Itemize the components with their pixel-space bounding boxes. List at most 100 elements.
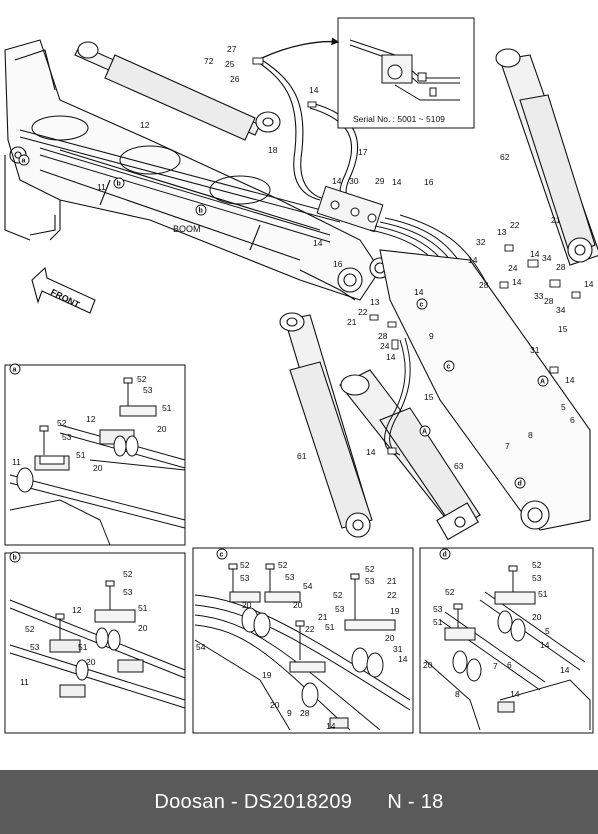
svg-text:52: 52 [137, 374, 147, 384]
callout-62: 62 [500, 152, 510, 162]
callout-31: 31 [530, 345, 540, 355]
svg-text:52: 52 [278, 560, 288, 570]
svg-text:51: 51 [162, 403, 172, 413]
svg-text:19: 19 [390, 606, 400, 616]
svg-text:21: 21 [387, 576, 397, 586]
svg-text:53: 53 [365, 576, 375, 586]
footer-gap [352, 791, 387, 814]
svg-text:19: 19 [262, 670, 272, 680]
callout-72: 72 [204, 56, 214, 66]
svg-text:51: 51 [76, 450, 86, 460]
callout-14e: 14 [468, 255, 478, 265]
boom-hose-lines [19, 115, 341, 243]
callout-28c: 28 [544, 296, 554, 306]
svg-text:b: b [13, 555, 17, 562]
svg-text:22: 22 [387, 590, 397, 600]
svg-text:14: 14 [510, 689, 520, 699]
marker-d: d [518, 481, 522, 488]
svg-text:11: 11 [20, 677, 29, 687]
svg-text:53: 53 [285, 572, 295, 582]
marker-b1: b [117, 181, 121, 188]
callout-61: 61 [297, 451, 307, 461]
callout-14l: 14 [366, 447, 376, 457]
footer-bar: Doosan - DS2018209 N - 18 [0, 770, 598, 834]
callout-13a: 13 [497, 227, 507, 237]
callout-63: 63 [454, 461, 464, 471]
svg-text:53: 53 [123, 587, 133, 597]
svg-text:53: 53 [143, 385, 153, 395]
arm-body [379, 249, 591, 531]
svg-text:52: 52 [240, 560, 250, 570]
marker-c1: c [420, 302, 424, 309]
svg-text:53: 53 [532, 573, 542, 583]
callout-12: 12 [140, 120, 150, 130]
svg-text:54: 54 [196, 642, 206, 652]
callout-30: 30 [349, 176, 359, 186]
svg-text:20: 20 [93, 463, 103, 473]
detail-b-box: b 52 53 51 20 12 52 53 51 20 11 [4, 551, 186, 734]
svg-text:8: 8 [455, 689, 460, 699]
marker-A1: A [540, 379, 545, 386]
svg-text:53: 53 [240, 573, 250, 583]
svg-text:20: 20 [270, 700, 280, 710]
callout-28d: 28 [378, 331, 388, 341]
svg-text:52: 52 [123, 569, 133, 579]
svg-text:52: 52 [333, 590, 343, 600]
svg-text:53: 53 [62, 432, 72, 442]
callout-18: 18 [268, 145, 278, 155]
svg-text:20: 20 [293, 600, 303, 610]
marker-b2: b [199, 208, 203, 215]
svg-text:a: a [13, 367, 17, 374]
marker-A2: A [422, 429, 427, 436]
svg-text:51: 51 [433, 617, 443, 627]
front-arrow: FRONT [31, 266, 96, 314]
callout-14g: 14 [512, 277, 522, 287]
svg-text:11: 11 [12, 457, 21, 467]
main-callouts: 72 27 25 26 14 12 11 18 17 14 30 29 14 1… [97, 44, 594, 471]
boom-cylinder-72 [74, 41, 281, 141]
callout-22b: 22 [358, 307, 368, 317]
svg-text:12: 12 [72, 605, 82, 615]
svg-text:20: 20 [138, 623, 148, 633]
callout-24a: 24 [508, 263, 518, 273]
callout-7: 7 [505, 441, 510, 451]
cylinder-62 [495, 48, 598, 266]
svg-text:7: 7 [493, 661, 498, 671]
svg-text:52: 52 [57, 418, 67, 428]
svg-text:c: c [220, 552, 224, 559]
svg-text:12: 12 [86, 414, 96, 424]
svg-text:20: 20 [423, 660, 433, 670]
callout-17: 17 [358, 147, 368, 157]
callout-27: 27 [227, 44, 237, 54]
svg-text:54: 54 [303, 581, 313, 591]
svg-text:20: 20 [242, 600, 252, 610]
svg-text:9: 9 [287, 708, 292, 718]
svg-text:51: 51 [538, 589, 548, 599]
callout-13b: 13 [370, 297, 380, 307]
callout-16b: 16 [333, 259, 343, 269]
callout-28b: 28 [479, 280, 489, 290]
callout-15b: 15 [424, 392, 434, 402]
inset-pointer [261, 37, 340, 59]
serial-range: Serial No. : 5001 ~ 5109 [353, 114, 445, 124]
callout-22a: 22 [510, 220, 520, 230]
svg-text:53: 53 [433, 604, 443, 614]
svg-text:52: 52 [445, 587, 455, 597]
callout-14j: 14 [386, 352, 396, 362]
svg-text:20: 20 [86, 657, 96, 667]
svg-text:52: 52 [532, 560, 542, 570]
inset-serial-box: Serial No. : 5001 ~ 5109 [337, 17, 475, 129]
parts-diagram: FRONT BOOM Serial No. : 5001 ~ 5109 a b … [4, 17, 598, 734]
marker-c2: c [447, 364, 451, 371]
callout-33: 33 [534, 291, 544, 301]
callout-21a: 21 [551, 215, 561, 225]
svg-text:5: 5 [545, 626, 550, 636]
callout-14k: 14 [565, 375, 575, 385]
callout-26: 26 [230, 74, 240, 84]
callout-14d: 14 [313, 238, 323, 248]
svg-text:51: 51 [325, 622, 335, 632]
valve-block [316, 185, 384, 233]
callout-14f: 14 [530, 249, 540, 259]
svg-text:52: 52 [25, 624, 35, 634]
callout-28a: 28 [556, 262, 566, 272]
